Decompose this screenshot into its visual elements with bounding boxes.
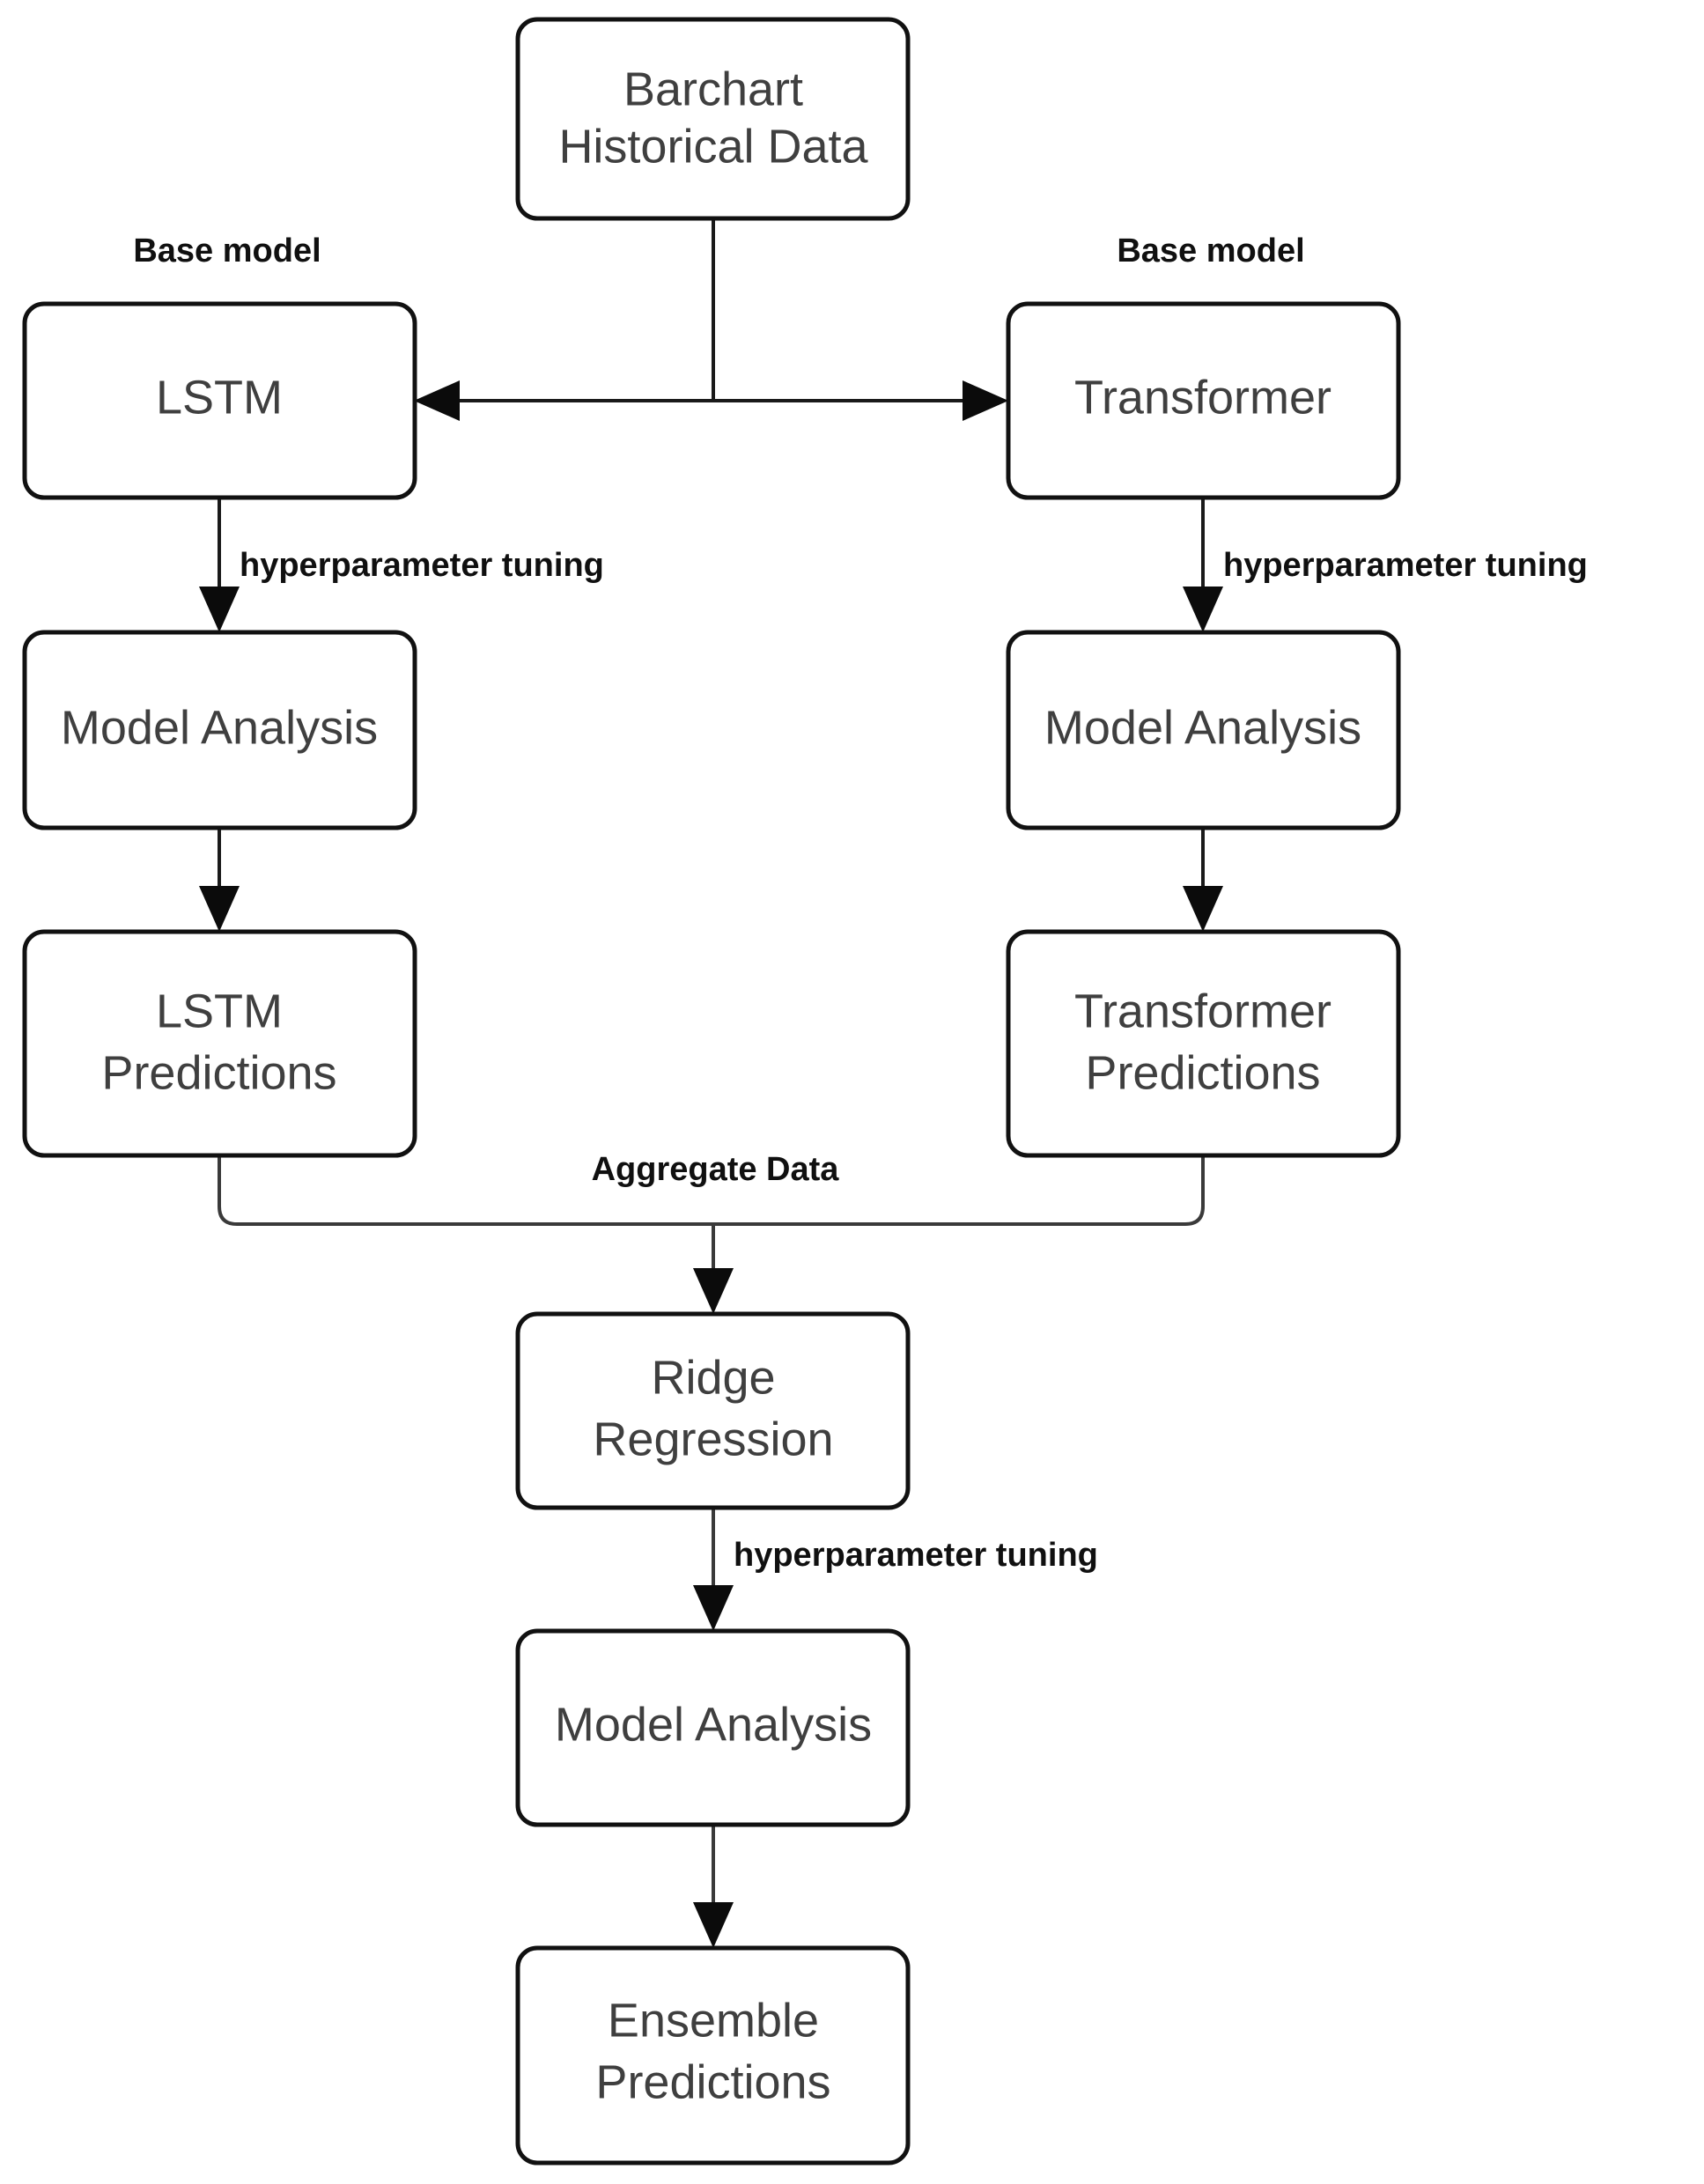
node-transformer-predictions-line2: Predictions [1085,1046,1320,1099]
node-transformer-analysis-line1: Model Analysis [1044,701,1361,754]
node-transformer[interactable]: Transformer [1006,301,1401,500]
node-source[interactable]: Barchart Historical Data [515,17,911,221]
node-lstm-box[interactable] [22,301,417,500]
edge-merge-to-ridge [218,1155,1205,1314]
node-ensemble-line2: Predictions [595,2055,830,2108]
edge-transformer-to-analysis [1183,498,1223,632]
edge-ridge-to-analysis [693,1508,734,1631]
node-lstm-predictions[interactable]: LSTM Predictions [22,929,417,1158]
node-lstm[interactable]: LSTM [22,301,417,500]
edge-lstm-to-analysis [199,498,240,632]
node-transformer-line1: Transformer [1074,371,1331,424]
node-ensemble-predictions[interactable]: Ensemble Predictions [515,1945,911,2166]
node-lstm-predictions-line1: LSTM [156,985,283,1037]
node-ensemble-predictions-box[interactable] [515,1945,911,2166]
node-transformer-predictions-box[interactable] [1006,929,1401,1158]
node-transformer-analysis[interactable]: Model Analysis [1006,630,1401,830]
node-transformer-box[interactable] [1006,301,1401,500]
node-lstm-analysis-box[interactable] [22,630,417,830]
node-lstm-predictions-line2: Predictions [101,1046,336,1099]
edge-transformer-analysis-to-predictions [1183,828,1223,932]
node-transformer-analysis-box[interactable] [1006,630,1401,830]
edge-lstm-analysis-to-predictions [199,828,240,932]
node-ridge-regression[interactable]: Ridge Regression [515,1311,911,1510]
node-ridge-analysis-line1: Model Analysis [555,1698,872,1751]
label-aggregate-data: Aggregate Data [592,1151,840,1188]
label-tuning-left: hyperparameter tuning [240,547,604,584]
node-transformer-predictions-line1: Transformer [1074,985,1331,1037]
node-ridge-analysis-box[interactable] [515,1628,911,1827]
node-lstm-analysis-line1: Model Analysis [61,701,378,754]
node-ridge-analysis[interactable]: Model Analysis [515,1628,911,1827]
arrowhead-to-lstm [414,380,460,421]
node-ridge-line1: Ridge [651,1351,775,1404]
edge-source-split [440,218,986,402]
arrowhead-to-transformer [963,380,1008,421]
label-base-model-left: Base model [133,232,321,269]
label-tuning-right: hyperparameter tuning [1223,547,1588,584]
node-lstm-line1: LSTM [156,371,283,424]
node-lstm-analysis[interactable]: Model Analysis [22,630,417,830]
node-source-line1: Barchart [623,63,803,115]
node-lstm-predictions-box[interactable] [22,929,417,1158]
node-transformer-predictions[interactable]: Transformer Predictions [1006,929,1401,1158]
node-ensemble-line1: Ensemble [608,1994,819,2047]
edge-analysis-to-ensemble [693,1825,734,1948]
label-base-model-right: Base model [1117,232,1304,269]
label-tuning-bottom: hyperparameter tuning [734,1537,1098,1574]
node-source-line2: Historical Data [558,120,868,173]
node-ridge-regression-box[interactable] [515,1311,911,1510]
node-source-box[interactable] [515,17,911,221]
node-ridge-line2: Regression [593,1413,833,1465]
